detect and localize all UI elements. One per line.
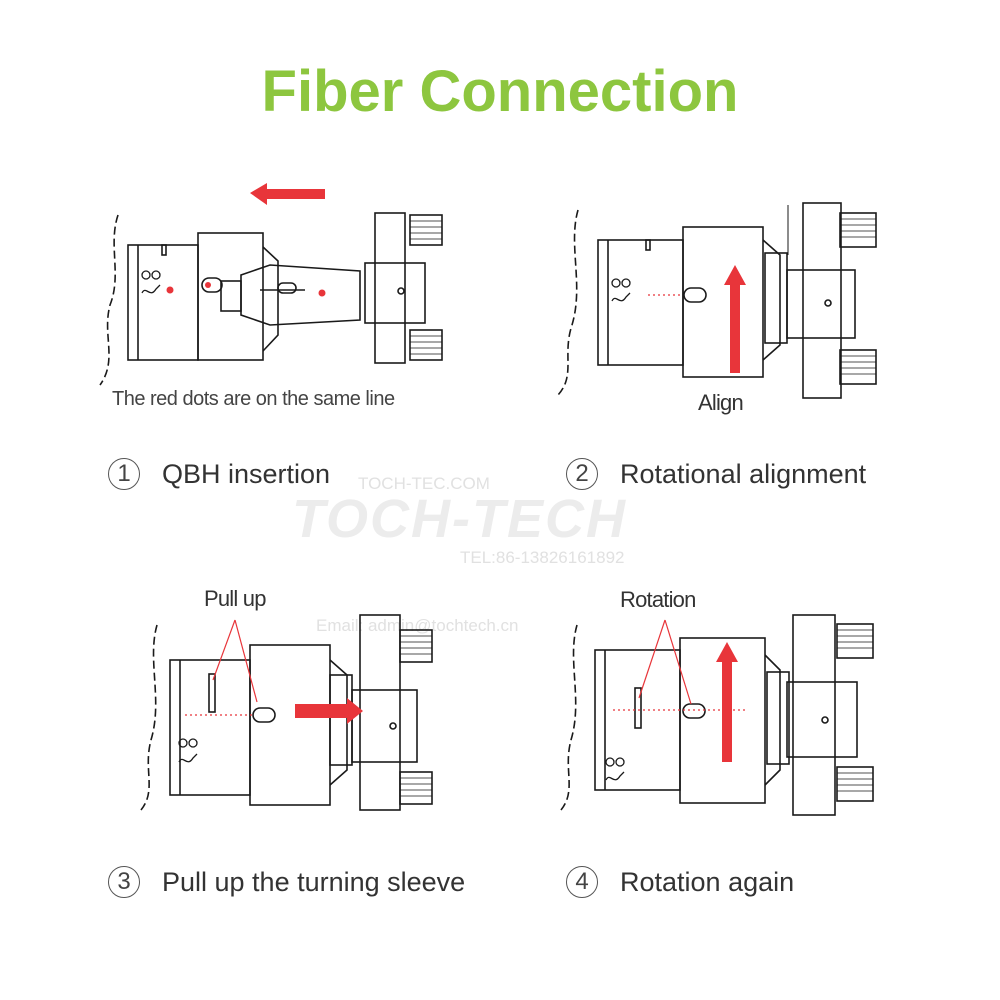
head-body [169, 659, 251, 796]
step-label: Rotational alignment [620, 458, 867, 489]
step-label: QBH insertion [162, 458, 331, 489]
watermark-email: Email: admin@tochtech.cn [316, 616, 519, 635]
red-dot-sleeve [205, 282, 211, 288]
red-dot-qbh [318, 289, 326, 297]
panel-2-caption: Align [698, 390, 744, 415]
knob-bottom [836, 766, 874, 802]
receiver-block [351, 689, 418, 763]
panel-3-caption: Pull up [204, 586, 266, 611]
knurled-nut [220, 280, 242, 312]
page-title: Fiber Connection [261, 59, 739, 124]
knob-bottom [409, 329, 443, 361]
step-label: Pull up the turning sleeve [162, 866, 466, 897]
qbh-insertion-diagram [99, 183, 443, 386]
knob-top [836, 623, 874, 659]
receiver-block [786, 269, 856, 339]
receiver-block [364, 262, 426, 324]
watermark-site: TOCH-TEC.COM [358, 474, 490, 493]
rotation-arrow [716, 642, 738, 762]
sleeve [682, 226, 764, 378]
receiver-block [786, 681, 858, 758]
align-arrow [724, 265, 746, 373]
knob-top [399, 629, 433, 663]
watermark-logo: TOCH-TECH [292, 489, 627, 549]
step-1: 1 QBH insertion [108, 458, 330, 490]
step-4: 4 Rotation again [566, 866, 794, 898]
head-body [594, 649, 681, 791]
sleeve [249, 644, 331, 806]
connector-neck [764, 252, 788, 344]
break-line [99, 214, 119, 386]
pull-arrow [295, 698, 363, 724]
step-number: 1 [108, 458, 140, 490]
step-3: 3 Pull up the turning sleeve [108, 866, 465, 898]
red-dot-head [166, 286, 174, 294]
step-number: 3 [108, 866, 140, 898]
qbh-taper [240, 264, 361, 326]
panel-1-caption: The red dots are on the same line [112, 388, 395, 410]
step-label: Rotation again [620, 866, 795, 897]
pull-up-sleeve-diagram [140, 614, 433, 811]
connector-neck [766, 671, 790, 765]
symbol-group [141, 270, 161, 294]
insert-arrow [250, 183, 325, 205]
sleeve [197, 232, 264, 361]
rotational-alignment-diagram [557, 202, 877, 399]
head-body [597, 239, 684, 366]
break-line [140, 624, 158, 811]
break-line [557, 209, 579, 396]
step-number: 4 [566, 866, 598, 898]
rotation-again-diagram [560, 614, 874, 816]
step-number: 2 [566, 458, 598, 490]
panel-4-caption: Rotation [620, 587, 696, 612]
knob-bottom [399, 771, 433, 805]
break-line [560, 624, 578, 811]
knob-bottom [839, 349, 877, 385]
knob-top [409, 214, 443, 246]
sleeve [679, 637, 766, 804]
step-2: 2 Rotational alignment [566, 458, 866, 490]
watermark-tel: TEL:86-13826161892 [460, 548, 625, 567]
knob-top [839, 212, 877, 248]
